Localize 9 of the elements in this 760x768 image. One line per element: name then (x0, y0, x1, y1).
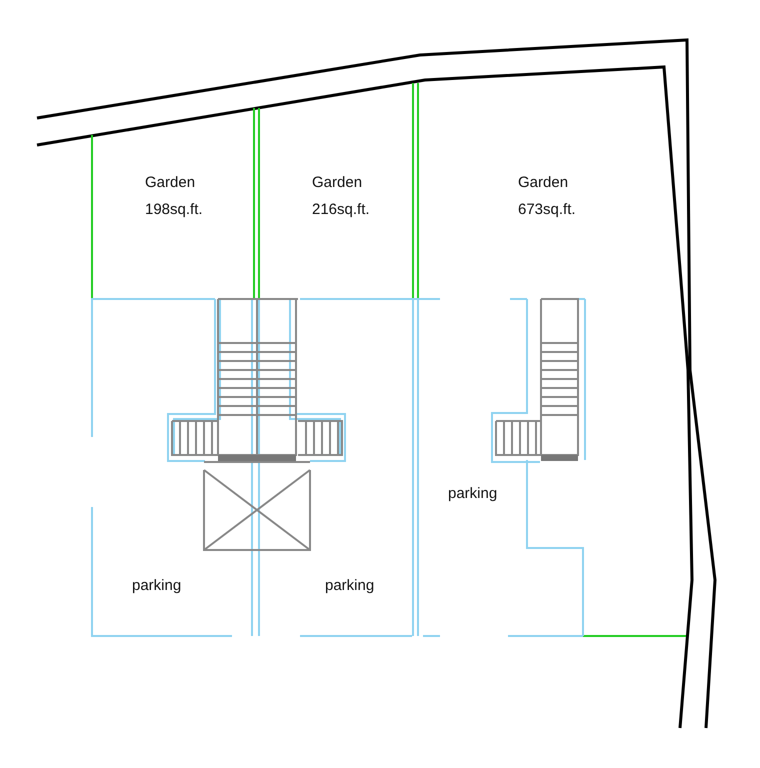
area-size-label: 673sq.ft. (518, 201, 576, 219)
parking-label: parking (325, 577, 374, 595)
area-size-label: 216sq.ft. (312, 201, 370, 219)
area-label: Garden (518, 174, 568, 192)
area-size-label: 198sq.ft. (145, 201, 203, 219)
parking-label: parking (448, 485, 498, 503)
area-label: Garden (312, 174, 362, 192)
parking-label: parking (132, 577, 182, 595)
area-label: Garden (145, 174, 196, 192)
